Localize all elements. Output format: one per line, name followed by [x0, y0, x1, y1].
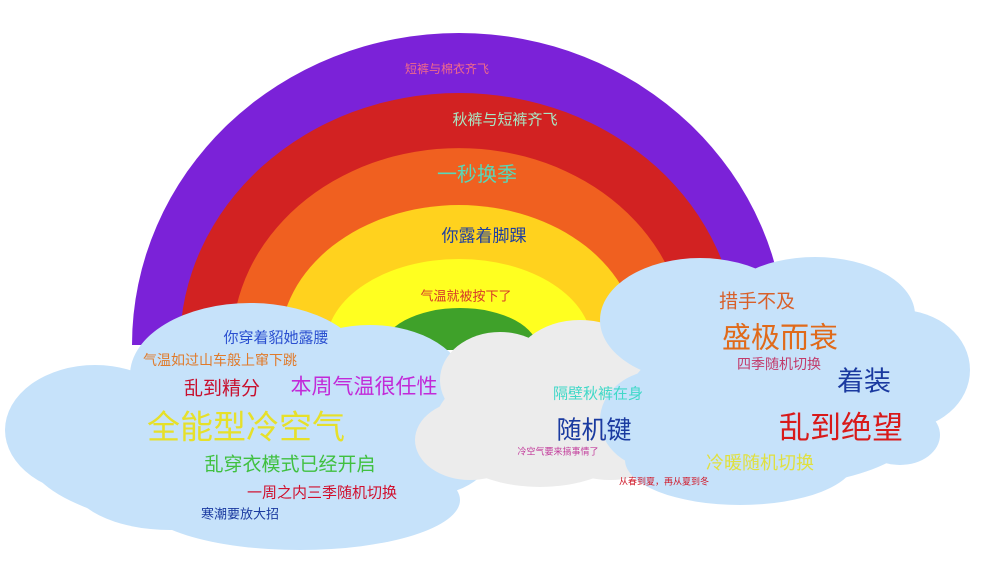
- left-cloud-word-6: 乱穿衣模式已经开启: [204, 453, 376, 476]
- left-cloud-word-1: 你穿着貂她露腰: [223, 328, 329, 347]
- left-cloud-word-2: 气温如过山车般上窜下跳: [143, 353, 297, 369]
- middle-cloud-word-1: 隔壁秋裤在身: [552, 384, 644, 403]
- right-cloud-word-6: 冷暖随机切换: [706, 453, 814, 474]
- right-cloud-word-7: 从春到夏，再从夏到冬: [618, 477, 710, 488]
- left-cloud-word-5: 全能型冷空气: [147, 407, 345, 447]
- right-cloud-word-1: 措手不及: [718, 290, 796, 313]
- left-cloud-word-4: 本周气温很任性: [290, 374, 438, 399]
- right-cloud-word-2: 盛极而衰: [721, 320, 839, 355]
- middle-cloud-word-3: 冷空气要来搞事情了: [517, 447, 599, 458]
- arc-word-purple: 短裤与棉衣齐飞: [404, 62, 490, 76]
- left-cloud-word-7: 一周之内三季随机切换: [246, 483, 398, 502]
- right-cloud-word-5: 乱到绝望: [779, 410, 903, 447]
- rainbow-band-yellow: [326, 259, 592, 345]
- right-cloud-word-4: 着装: [837, 366, 891, 398]
- right-cloud-shape: [600, 257, 970, 505]
- arc-word-amber: 你露着脚踝: [441, 226, 527, 247]
- middle-cloud-word-2: 随机键: [556, 415, 632, 445]
- left-cloud-word-3: 乱到精分: [183, 377, 261, 400]
- arc-word-orange: 一秒换季: [437, 162, 517, 186]
- right-cloud-word-3: 四季随机切换: [737, 357, 821, 373]
- arc-word-yellow: 气温就被按下了: [420, 289, 512, 305]
- arc-word-red: 秋裤与短裤齐飞: [452, 110, 558, 129]
- left-cloud-word-8: 寒潮要放大招: [200, 507, 280, 523]
